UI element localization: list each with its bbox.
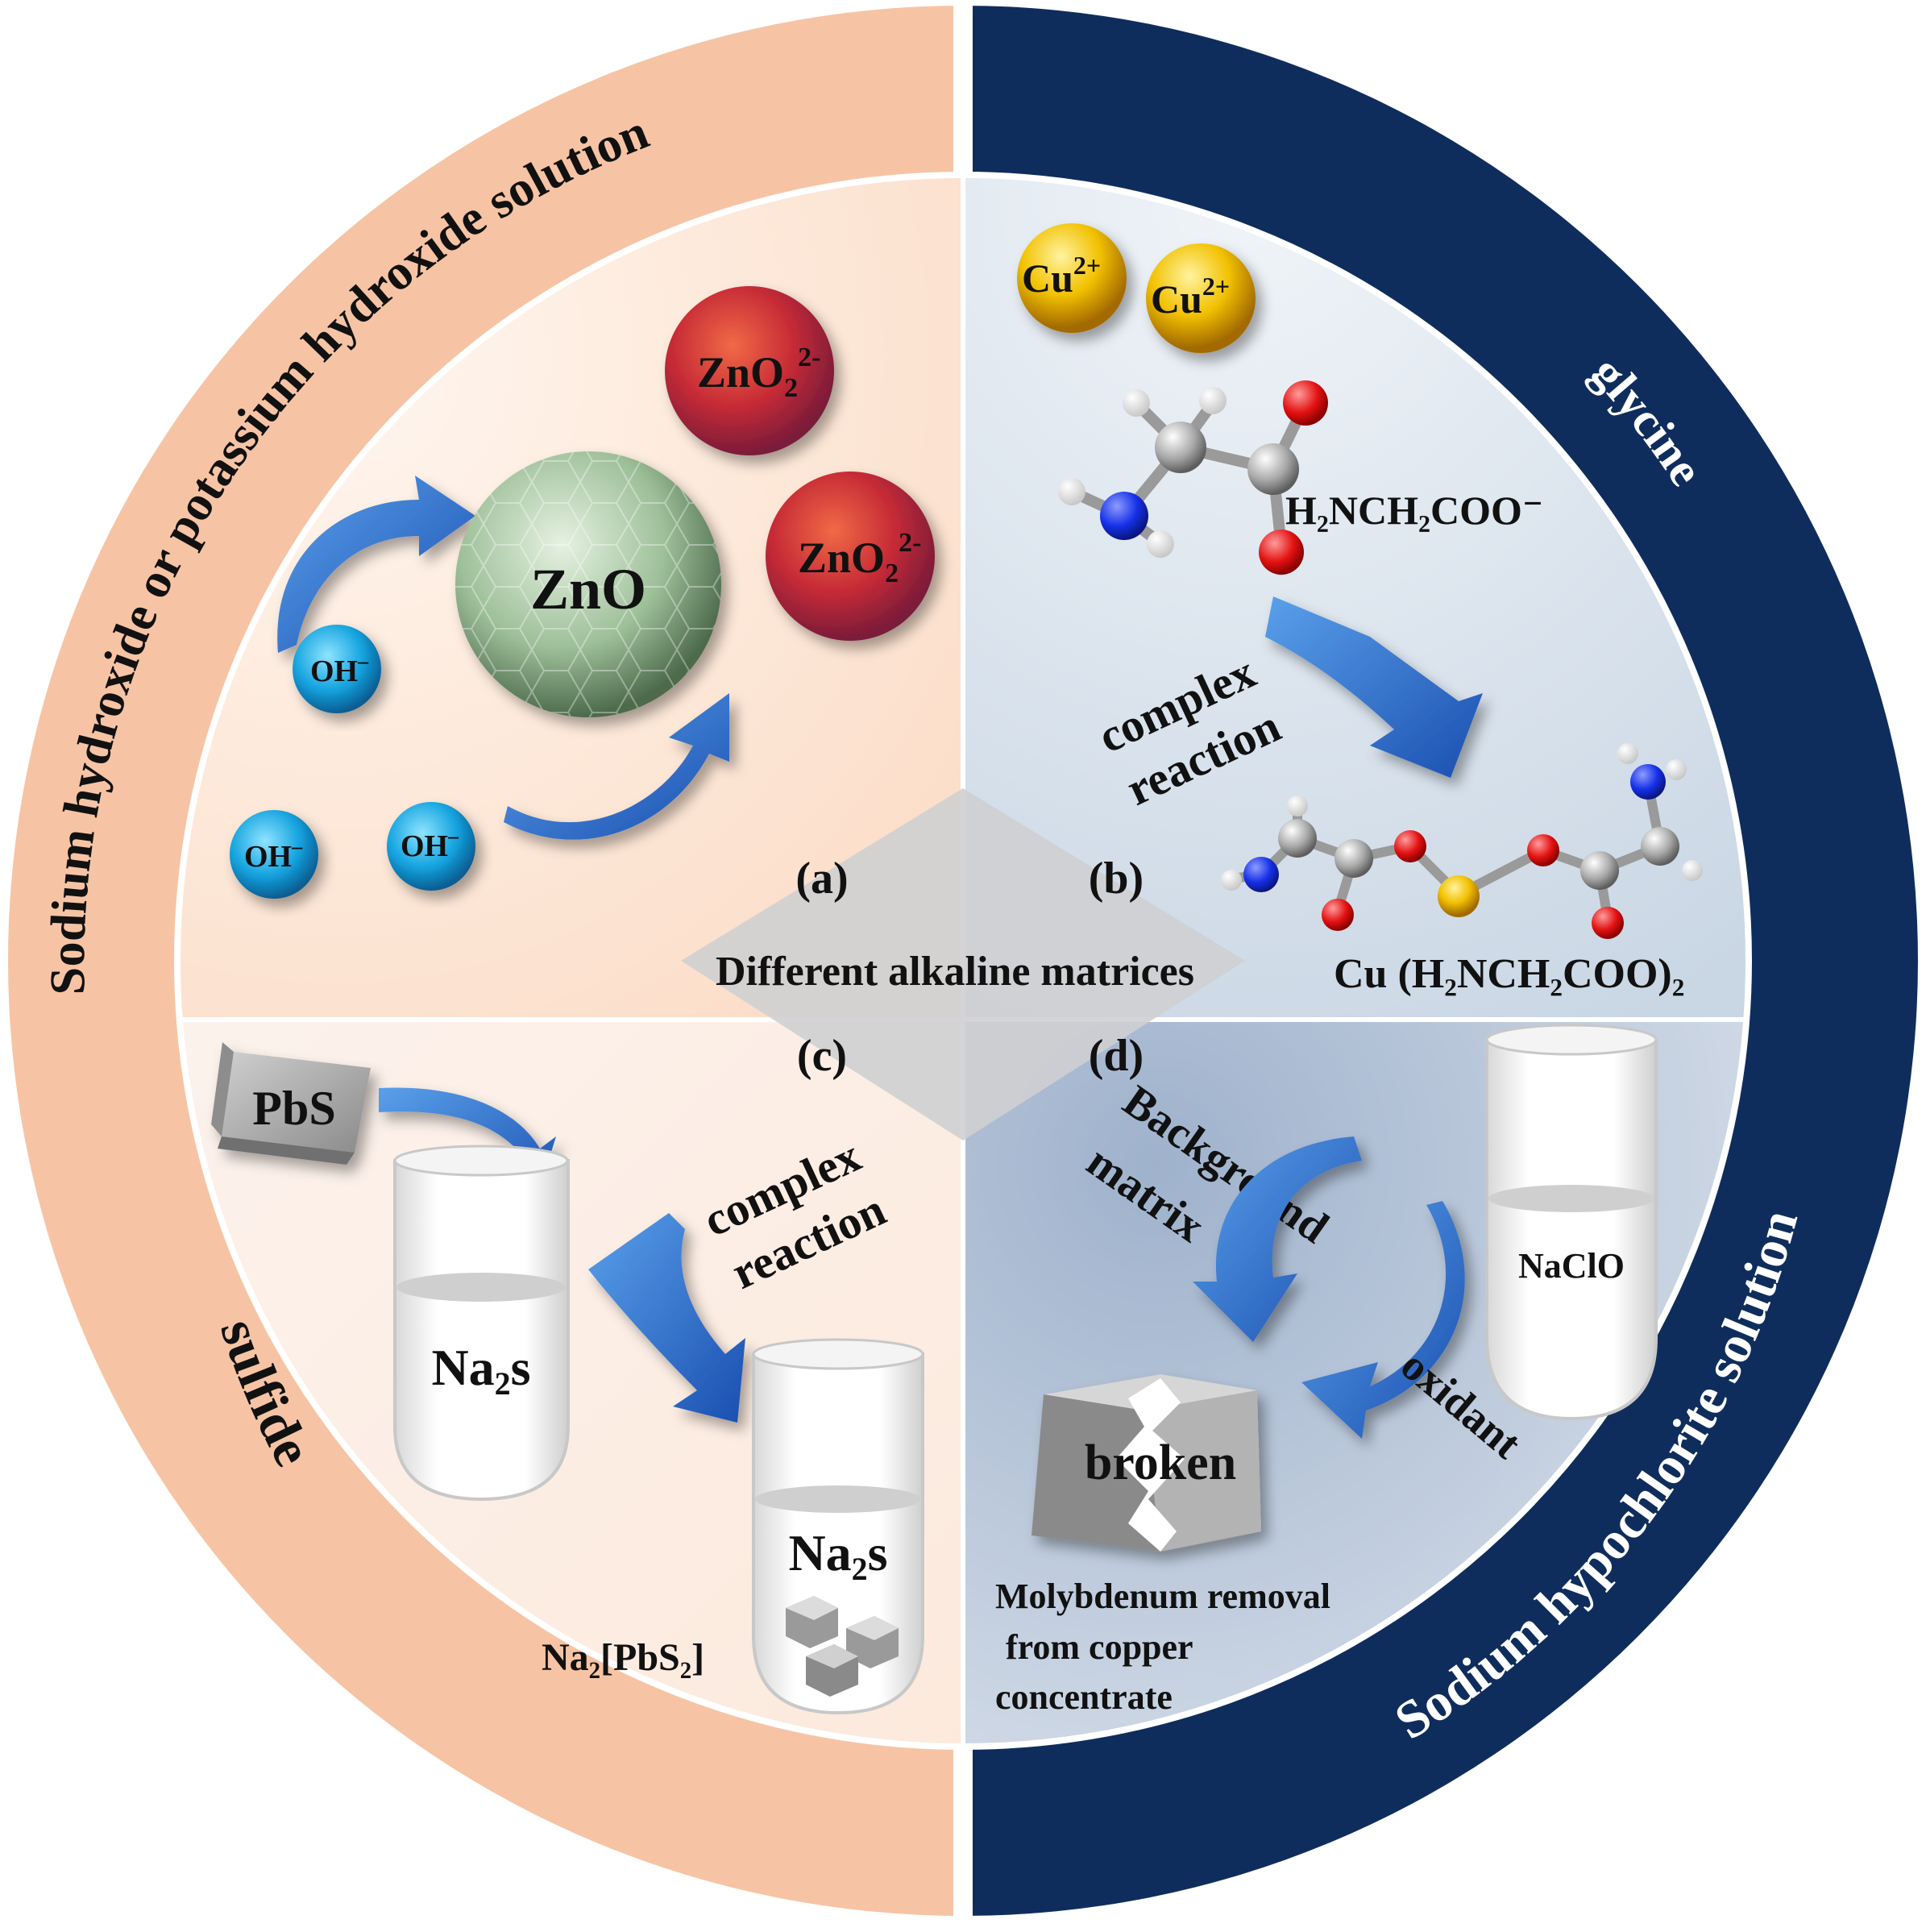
- broken-label: broken: [1085, 1435, 1236, 1490]
- removal-label-3: concentrate: [995, 1677, 1173, 1717]
- test-tube-2: [752, 1338, 924, 1715]
- copper-ion-1: Cu2+: [1017, 223, 1127, 333]
- copper-ion-2: Cu2+: [1146, 243, 1256, 353]
- svg-text:Cu2+: Cu2+: [1151, 272, 1230, 322]
- complex-formula: Cu (H₂NCH₂COO)₂: [1334, 951, 1684, 997]
- svg-text:OH–: OH–: [244, 835, 303, 874]
- removal-label-1: Molybdenum removal: [995, 1577, 1330, 1616]
- product-label: Na₂[PbS₂]: [542, 1636, 704, 1679]
- reagent-label-2: Na2s: [788, 1524, 887, 1587]
- panel-d: Background matrix oxidant NaClO broken M…: [995, 1024, 1658, 1717]
- panel-c: PbS Na2s complex reaction Na2s Na₂[PbS₂]: [211, 1042, 924, 1715]
- glycinate-label: H₂NCH₂COO⁻: [1285, 488, 1543, 533]
- hydroxide-ion-1: OH–: [293, 625, 381, 713]
- pbs-label: PbS: [252, 1082, 335, 1135]
- arrow-icon: [277, 476, 475, 653]
- svg-text:Cu2+: Cu2+: [1022, 251, 1101, 301]
- label-d: (d): [1089, 1031, 1144, 1081]
- hydroxide-ion-2: OH–: [230, 810, 318, 899]
- hydroxide-ion-3: OH–: [387, 802, 475, 891]
- label-b: (b): [1089, 854, 1144, 904]
- zno-label: ZnO: [530, 557, 646, 621]
- zno-sphere: ZnO: [455, 451, 721, 717]
- zincate-ion-1: ZnO22-: [665, 286, 834, 455]
- zincate-ion-2: ZnO22-: [766, 472, 935, 641]
- arrow-icon: [504, 693, 729, 840]
- naclo-tube: [1485, 1024, 1658, 1421]
- label-c: (c): [797, 1031, 847, 1081]
- center-title: Different alkaline matrices: [716, 949, 1194, 995]
- arrow-icon: [588, 1213, 745, 1423]
- pbs-cube: [211, 1042, 371, 1165]
- label-a: (a): [795, 854, 848, 904]
- svg-text:ZnO22-: ZnO22-: [697, 343, 820, 403]
- test-tube-1: [393, 1145, 570, 1502]
- svg-text:ZnO22-: ZnO22-: [798, 528, 921, 588]
- arrow-icon: [1193, 1136, 1362, 1342]
- removal-label-2: from copper: [1006, 1627, 1193, 1667]
- reagent-label-1: Na2s: [431, 1339, 530, 1402]
- center-diamond: [681, 788, 1245, 1141]
- panel-a: ZnO ZnO22- ZnO22- OH– OH– OH–: [230, 286, 935, 899]
- copper-glycinate-atoms: [1221, 743, 1703, 939]
- naclo-label: NaClO: [1518, 1246, 1625, 1286]
- svg-text:OH–: OH–: [310, 650, 369, 688]
- arrow-icon: [1301, 1201, 1465, 1439]
- glycinate-atoms: [1058, 380, 1328, 575]
- broken-cube: [1031, 1374, 1261, 1552]
- svg-text:OH–: OH–: [401, 825, 459, 863]
- arrow-icon: [1265, 596, 1483, 778]
